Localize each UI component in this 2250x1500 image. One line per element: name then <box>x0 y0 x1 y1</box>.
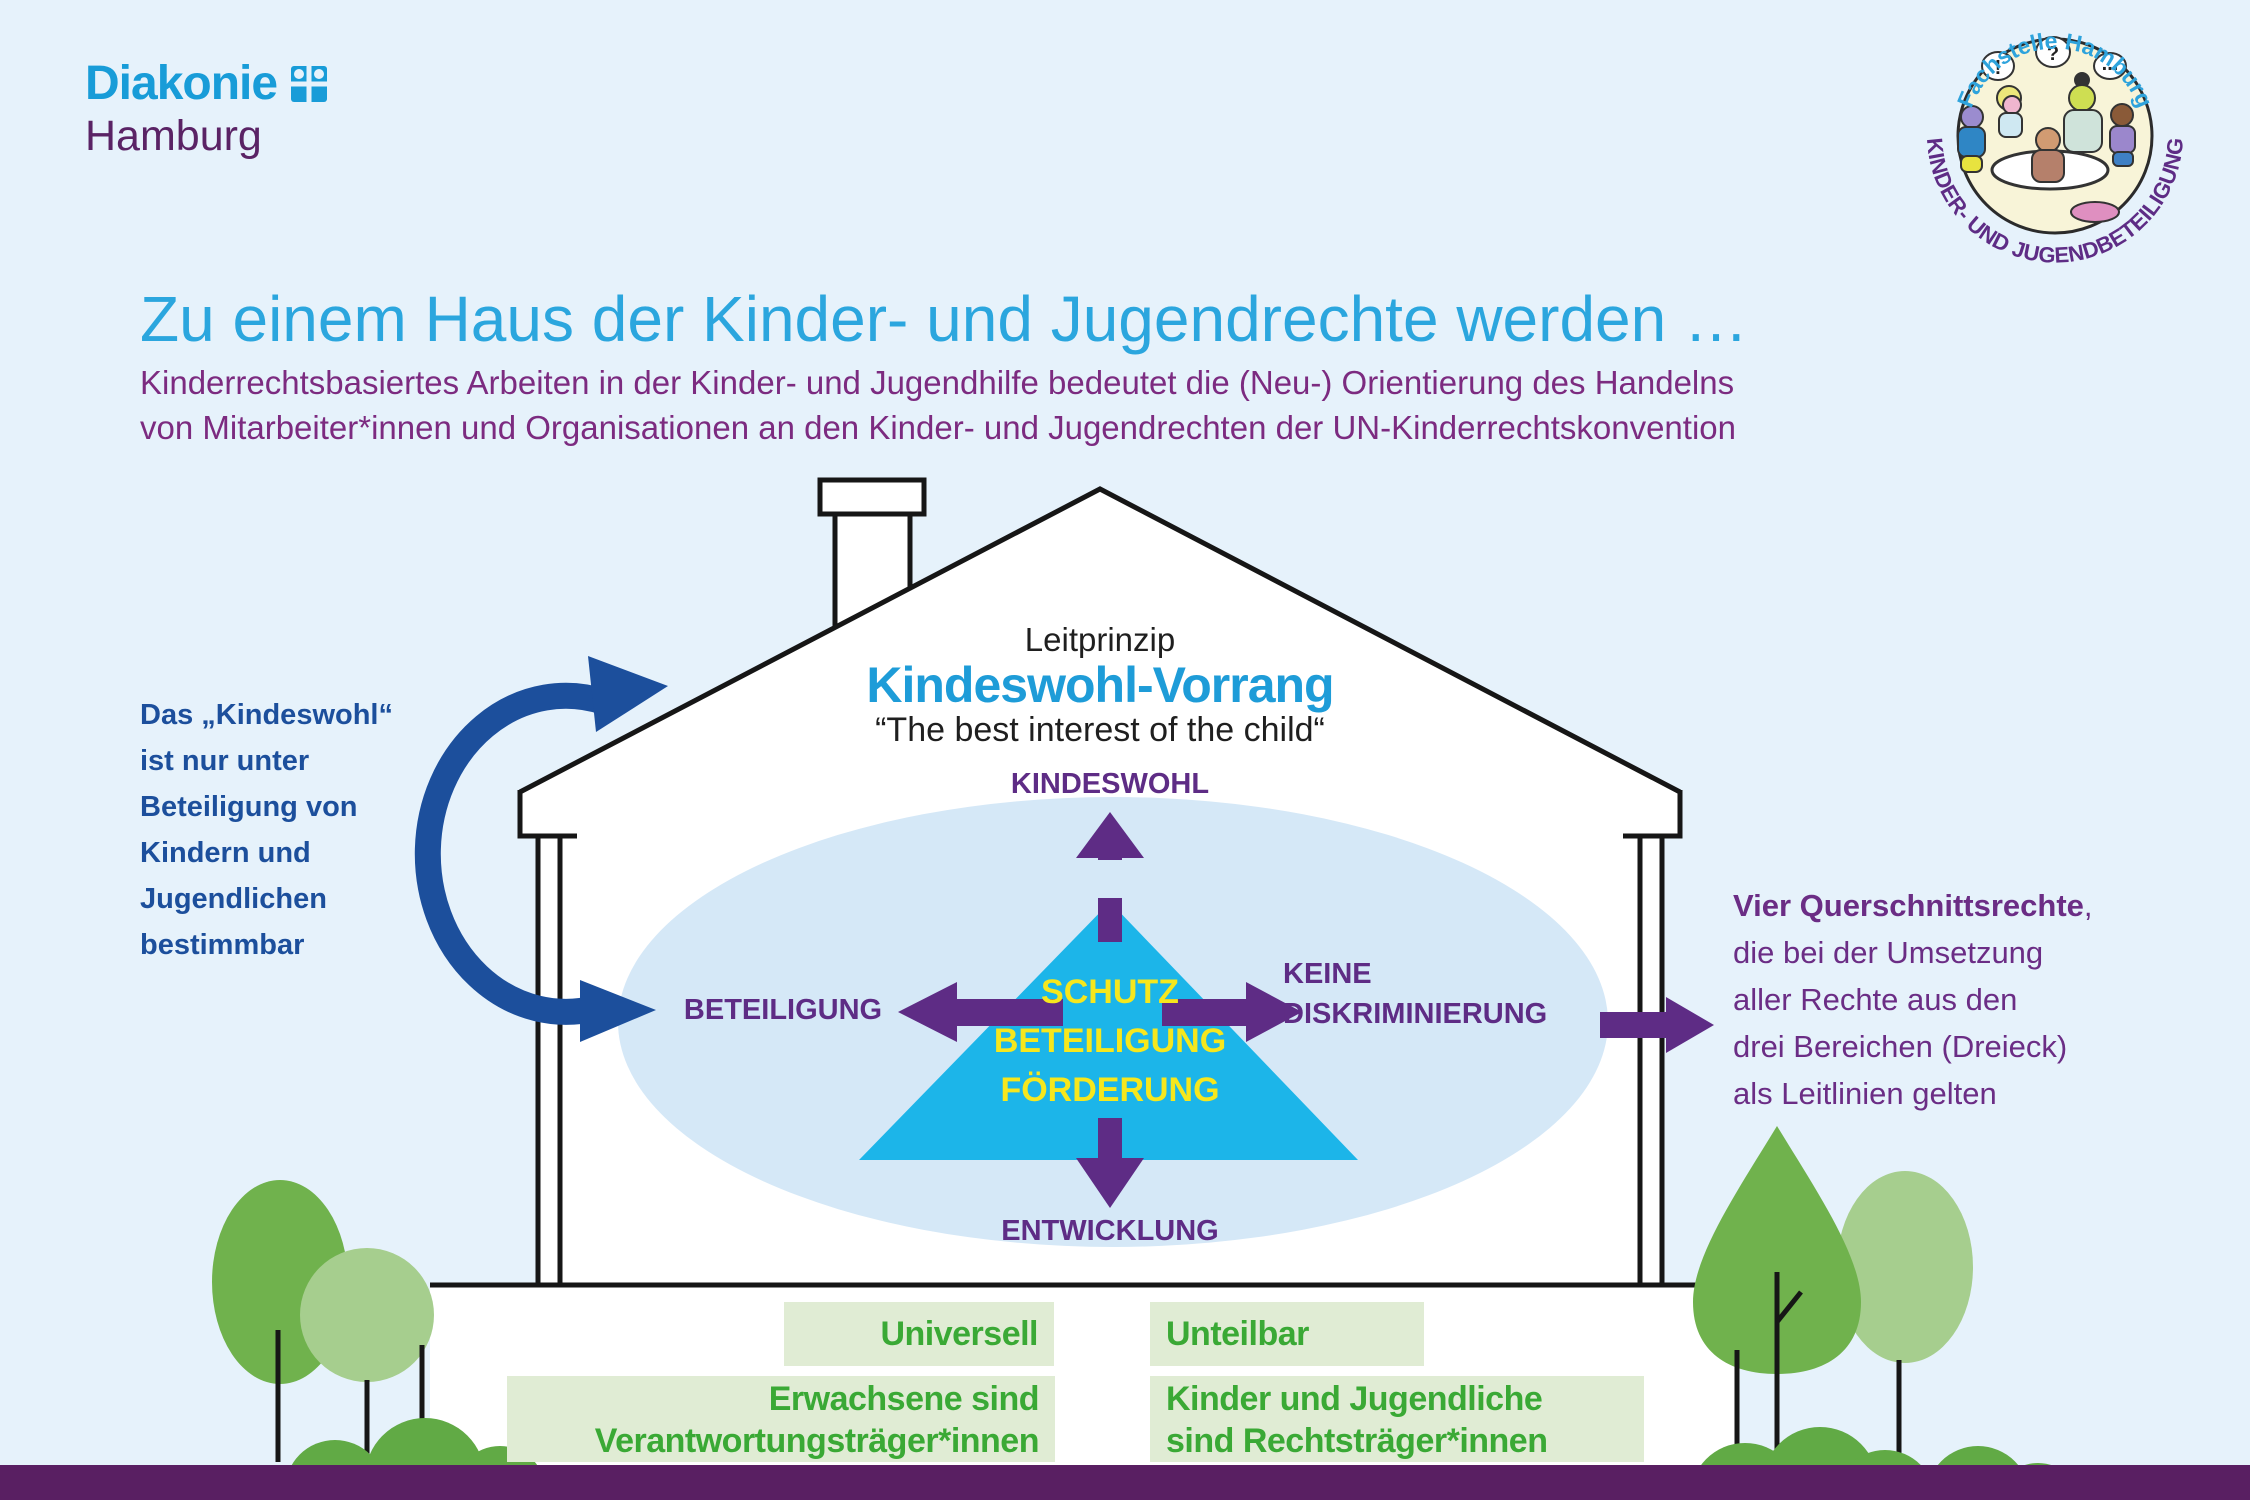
triangle-word-beteiligung: BETEILIGUNG <box>993 1022 1227 1060</box>
diakonie-crown-icon <box>291 65 328 102</box>
left-note-line: Das „Kindeswohl“ <box>140 699 393 731</box>
participation-curve-arrow-icon <box>414 656 668 1042</box>
footer-tag-universell: Universell <box>784 1302 1054 1366</box>
right-note-line: drei Bereichen (Dreieck) <box>1733 1029 2068 1064</box>
footer-box-adults: Erwachsene sind Verantwortungsträger*inn… <box>507 1376 1055 1462</box>
right-note-bold: Vier Querschnittsrechte <box>1733 888 2084 923</box>
subtitle-line-1: Kinderrechtsbasiertes Arbeiten in der Ki… <box>140 364 1735 401</box>
footer-box-children-line-1: Kinder und Jugendliche <box>1166 1380 1543 1418</box>
right-note: Vier Querschnittsrechte, die bei der Ums… <box>1733 882 2093 1117</box>
right-note-line: die bei der Umsetzung <box>1733 935 2044 970</box>
arrow-up-icon <box>1076 812 1144 942</box>
diakonie-logo-city: Hamburg <box>85 112 262 160</box>
footer-box-adults-line-1: Erwachsene sind <box>768 1380 1040 1418</box>
page-subtitle: Kinderrechtsbasiertes Arbeiten in der Ki… <box>140 360 1736 450</box>
diakonie-logo-text: Diakonie <box>85 57 278 110</box>
house-outline <box>430 486 1700 1288</box>
footer-tag-unteilbar: Unteilbar <box>1150 1302 1424 1366</box>
label-diskriminierung: DISKRIMINIERUNG <box>1283 998 1548 1030</box>
cross-arrows <box>898 812 1714 1208</box>
right-note-line: Vier Querschnittsrechte, <box>1733 882 2093 929</box>
right-note-line: als Leitlinien gelten <box>1733 1076 1997 1111</box>
left-note-line: bestimmbar <box>140 929 305 961</box>
left-note-line: Kindern und <box>140 837 311 869</box>
arrow-left-icon <box>898 982 1063 1042</box>
triangle-word-schutz: SCHUTZ <box>1041 973 1179 1011</box>
label-entwicklung: ENTWICKLUNG <box>1001 1215 1219 1247</box>
footer-box-adults-line-2: Verantwortungsträger*innen <box>594 1422 1040 1460</box>
arrow-down-icon <box>1076 1118 1144 1208</box>
label-beteiligung: BETEILIGUNG <box>683 994 883 1026</box>
left-note-line: Beteiligung von <box>140 791 358 823</box>
left-note-line: ist nur unter <box>140 745 310 777</box>
right-note-line: aller Rechte aus den <box>1733 982 2018 1017</box>
badge-illustration <box>1957 36 2136 223</box>
roof-guiding-principle-label: Leitprinzip <box>1024 621 1176 658</box>
trees-right <box>1690 1126 2080 1500</box>
subtitle-line-2: von Mitarbeiter*innen und Organisationen… <box>140 409 1736 446</box>
arrow-through-wall-icon <box>1600 997 1714 1053</box>
badge-bubble-exclamation: ! <box>1995 57 2002 79</box>
diakonie-logo: Diakonie <box>85 56 328 111</box>
bottom-bar <box>0 1465 2250 1500</box>
roof-principle-english: “The best interest of the child“ <box>875 711 1325 749</box>
left-note-line: Jugendlichen <box>140 883 327 915</box>
roof-principle: Kindeswohl-Vorrang <box>866 657 1334 713</box>
page-title: Zu einem Haus der Kinder- und Jugendrech… <box>140 283 1748 355</box>
triangle-word-foerderung: FÖRDERUNG <box>1000 1071 1220 1109</box>
label-kindeswohl: KINDESWOHL <box>1010 768 1210 800</box>
right-note-comma: , <box>2083 888 2093 923</box>
tree-light-left <box>300 1248 434 1382</box>
fachstelle-badge: ! ? ... Fachstelle Hamburg KINDER- UND J… <box>1922 27 2188 267</box>
tree-light-right <box>1837 1171 1973 1363</box>
footer-box-children-line-2: sind Rechtsträger*innen <box>1166 1422 1548 1460</box>
badge-bubble-question: ? <box>2047 43 2059 65</box>
label-keine: KEINE <box>1283 958 1372 990</box>
left-note: Das „Kindeswohl“ ist nur unter Beteiligu… <box>140 692 393 968</box>
footer-box-children: Kinder und Jugendliche sind Rechtsträger… <box>1150 1376 1644 1462</box>
badge-bubble-dots: ... <box>2102 53 2119 75</box>
rights-triangle <box>859 902 1358 1160</box>
tree-teardrop-right <box>1693 1126 1861 1374</box>
arrow-right-icon <box>1162 982 1302 1042</box>
